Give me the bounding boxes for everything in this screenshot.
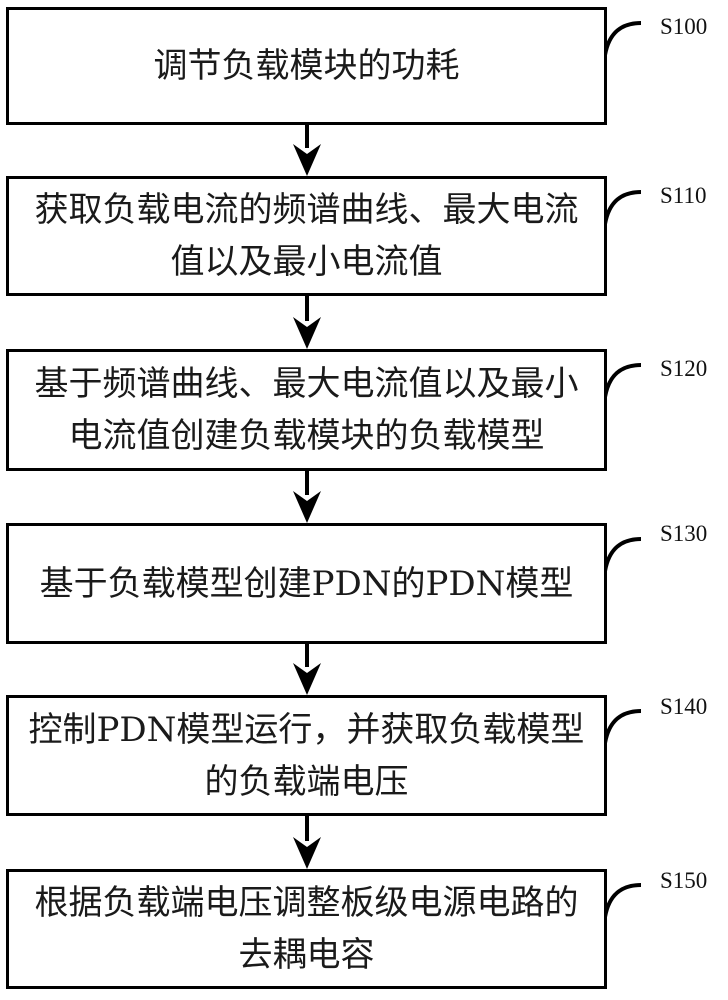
arrow-head-icon bbox=[293, 837, 321, 869]
step-box-s110: 获取负载电流的频谱曲线、最大电流值以及最小电流值 bbox=[6, 176, 607, 296]
step-text-s110: 获取负载电流的频谱曲线、最大电流值以及最小电流值 bbox=[34, 190, 579, 282]
step-label-s100: S100 bbox=[660, 14, 708, 39]
leader-curve-s130 bbox=[603, 537, 642, 572]
step-box-s140: 控制PDN模型运行，并获取负载模型的负载端电压 bbox=[6, 695, 607, 816]
step-text-s150: 根据负载端电压调整板级电源电路的去耦电容 bbox=[34, 883, 579, 975]
step-box-s130: 基于负载模型创建PDN的PDN模型 bbox=[6, 523, 607, 644]
step-text-s140: 控制PDN模型运行，并获取负载模型的负载端电压 bbox=[28, 709, 585, 802]
arrow-s140-to-s150 bbox=[293, 816, 321, 869]
arrow-head-icon bbox=[293, 491, 321, 523]
arrow-s110-to-s120 bbox=[293, 296, 321, 349]
leader-curve-s140 bbox=[603, 709, 642, 744]
leader-curve-s100 bbox=[603, 21, 642, 56]
step-text-s100: 调节负载模块的功耗 bbox=[153, 46, 460, 86]
step-text-s120: 基于频谱曲线、最大电流值以及最小电流值创建负载模块的负载模型 bbox=[34, 364, 579, 456]
arrow-s130-to-s140 bbox=[293, 644, 321, 695]
step-label-s130: S130 bbox=[660, 521, 708, 546]
step-text-s130: 基于负载模型创建PDN的PDN模型 bbox=[39, 563, 574, 604]
leader-curve-s150 bbox=[603, 883, 642, 918]
step-label-s110: S110 bbox=[660, 183, 707, 208]
arrow-head-icon bbox=[293, 317, 321, 349]
arrow-s100-to-s110 bbox=[293, 125, 321, 176]
leader-curve-s110 bbox=[603, 190, 642, 225]
step-label-s140: S140 bbox=[660, 694, 708, 719]
step-box-s120: 基于频谱曲线、最大电流值以及最小电流值创建负载模块的负载模型 bbox=[6, 349, 607, 471]
step-label-s150: S150 bbox=[660, 868, 708, 893]
step-box-s150: 根据负载端电压调整板级电源电路的去耦电容 bbox=[6, 869, 607, 989]
step-box-s100: 调节负载模块的功耗 bbox=[6, 7, 607, 125]
arrow-head-icon bbox=[293, 663, 321, 695]
step-label-s120: S120 bbox=[660, 356, 708, 381]
leader-curve-s120 bbox=[603, 363, 642, 398]
arrow-head-icon bbox=[293, 144, 321, 176]
arrow-s120-to-s130 bbox=[293, 471, 321, 523]
